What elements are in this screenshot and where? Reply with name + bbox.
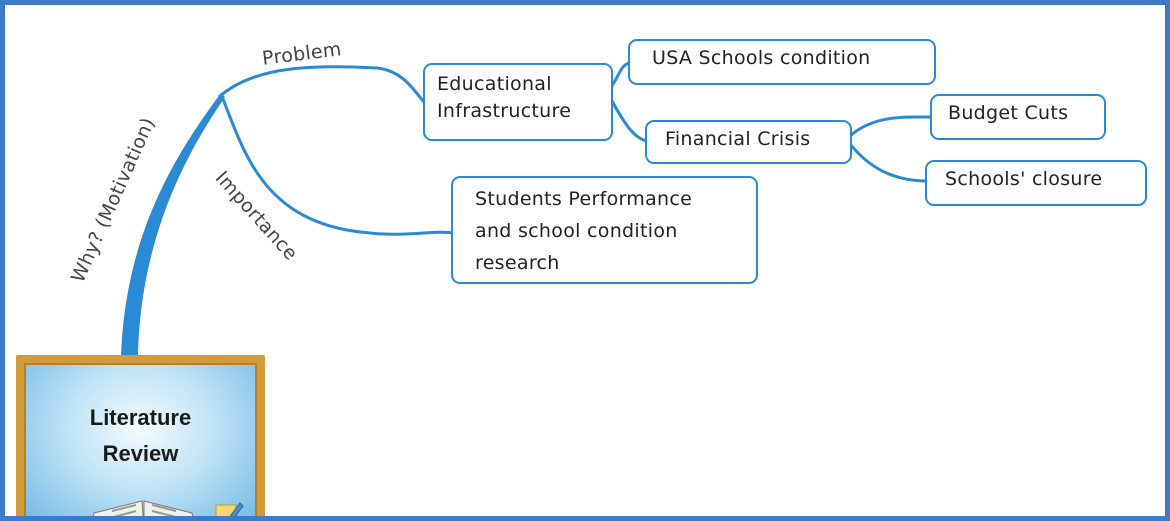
node-text: Financial Crisis	[665, 128, 811, 150]
book-icon	[92, 500, 194, 516]
central-node-board[interactable]: Literature Review	[16, 355, 265, 516]
connector-importance	[221, 98, 454, 236]
node-usa-schools[interactable]: USA Schools condition	[628, 39, 936, 85]
connector-lines	[121, 61, 933, 357]
node-text: Schools' closure	[945, 168, 1103, 190]
connector-budget	[850, 115, 933, 137]
notepad-pencil-icon	[215, 502, 244, 516]
connector-problem	[218, 65, 427, 105]
node-text: USA Schools condition	[652, 47, 871, 69]
node-educational-infrastructure[interactable]: Educational Infrastructure	[423, 63, 613, 141]
trunk-connector	[121, 93, 225, 357]
node-text-line: Students Performance	[475, 188, 693, 210]
connector-financial	[609, 98, 648, 143]
central-title-line1: Literature	[89, 405, 192, 430]
node-financial-crisis[interactable]: Financial Crisis	[645, 120, 852, 164]
node-students-performance[interactable]: Students Performance and school conditio…	[451, 176, 758, 284]
connector-usa	[609, 61, 631, 88]
node-schools-closure[interactable]: Schools' closure	[925, 160, 1147, 206]
node-text-line: Educational	[437, 73, 552, 95]
node-text-line: research	[475, 252, 560, 274]
node-budget-cuts[interactable]: Budget Cuts	[930, 94, 1106, 140]
node-text-line: Infrastructure	[437, 100, 572, 122]
central-title-line2: Review	[102, 441, 179, 466]
connector-closure	[849, 144, 928, 183]
node-text: Budget Cuts	[948, 102, 1069, 124]
node-text-line: and school condition	[475, 220, 678, 242]
